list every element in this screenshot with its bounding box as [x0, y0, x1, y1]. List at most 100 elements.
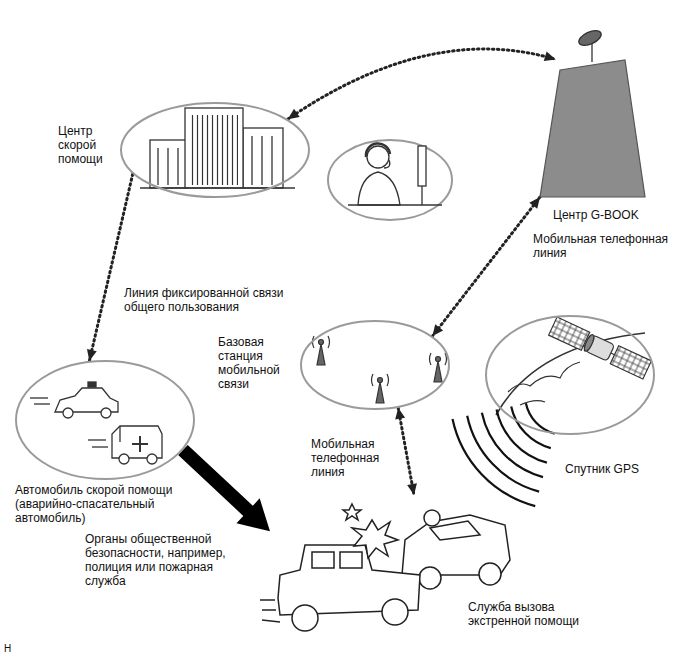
hospital-building — [140, 108, 295, 188]
arrow-body — [178, 445, 270, 531]
hospital-building-part — [261, 136, 262, 185]
emergency-call: Служба вызова экстренной помощи — [270, 495, 510, 640]
crashed-cars-part — [343, 504, 361, 520]
hospital-building-part — [190, 115, 238, 185]
emergency-vehicles-part — [30, 397, 48, 398]
crashed-cars-part — [260, 599, 275, 601]
ellipse-outline — [301, 321, 449, 409]
ellipse-outline — [16, 361, 194, 479]
tower-outline — [540, 60, 645, 197]
crashed-cars-part — [262, 609, 276, 611]
hospital-building-part — [150, 140, 186, 188]
ellipse-outline — [120, 102, 310, 198]
operator-part — [358, 172, 400, 205]
crashed-cars-part — [312, 552, 334, 568]
gps-satellite-part — [583, 334, 596, 353]
link-label: Мобильная телефонная линия — [532, 232, 684, 260]
emergency-vehicles-part — [88, 439, 106, 440]
base-station-antennas-part — [313, 336, 330, 348]
dotted-link — [432, 197, 540, 336]
dotted-link — [395, 408, 417, 495]
signal-wave — [526, 403, 555, 433]
base-station: Базовая станция мобильной связи — [300, 320, 450, 410]
arrow-head — [432, 324, 443, 336]
base-station-antennas-part — [436, 357, 441, 362]
hospital-building-part — [271, 136, 272, 185]
emergency-vehicles-part — [101, 408, 111, 418]
crashed-cars-part — [424, 510, 440, 526]
base-station-antennas-part — [317, 344, 325, 365]
dotted-link — [288, 49, 556, 119]
operator-part — [418, 146, 426, 186]
base-station-antennas-part — [430, 353, 447, 365]
operator-part — [366, 143, 390, 157]
hospital-building-part — [177, 148, 178, 185]
emergency-vehicles-part — [112, 426, 162, 458]
ellipse-outline — [15, 360, 195, 480]
dotted-line — [432, 197, 540, 336]
crashed-cars-part — [340, 552, 362, 568]
node-label: Центр скорой помощи — [58, 124, 128, 166]
emergency-vehicles-part — [88, 382, 96, 387]
operator-part — [328, 140, 452, 220]
node-label: Центр G-BOOK — [553, 208, 663, 222]
arrow-head — [288, 109, 300, 119]
antenna-dish-part — [591, 44, 592, 62]
ellipse-outline — [300, 320, 450, 410]
base-station-antennas-part — [319, 340, 324, 345]
gps-satellite: Спутник GPS — [485, 315, 655, 435]
dotted-line — [89, 174, 132, 361]
dotted-link — [87, 174, 133, 361]
dotted-line — [398, 408, 414, 495]
hospital-building-part — [157, 148, 158, 185]
base-station-antennas-part — [434, 361, 442, 382]
node-label: Автомобиль скорой помощи (аварийно-спаса… — [15, 483, 205, 525]
base-station-antennas — [313, 336, 447, 403]
emergency-vehicles-part — [119, 454, 129, 464]
node-label: Базовая станция мобильной связи — [218, 335, 296, 391]
operator-part — [367, 146, 389, 168]
emergency-vehicles — [30, 382, 162, 464]
gps-satellite-part — [508, 362, 580, 405]
emergency-vehicles-part — [119, 426, 120, 442]
arrow-head — [87, 349, 97, 361]
figure-code: H — [4, 642, 11, 656]
antenna-dish — [577, 27, 604, 62]
arrow-head — [395, 408, 405, 420]
ellipse-outline — [486, 316, 654, 434]
hospital-building-part — [167, 148, 168, 185]
link-label: Линия фиксированной связи общего пользов… — [123, 286, 310, 314]
crashed-cars-part — [352, 520, 398, 558]
crashed-cars-part — [262, 620, 280, 622]
arrow-head — [407, 483, 417, 495]
operator-part — [348, 204, 442, 206]
emergency-vehicles-part — [92, 446, 108, 447]
hospital-building-part — [251, 136, 252, 185]
signal-wave — [482, 413, 543, 477]
emergency-vehicles-part — [34, 403, 50, 404]
gps-satellite-part — [549, 317, 590, 350]
node-label: Органы общественной безопасности, наприм… — [85, 532, 237, 588]
tower-outline — [540, 25, 645, 197]
dotted-line — [288, 49, 556, 119]
gps-satellite-part — [549, 317, 652, 379]
crashed-cars-part — [382, 599, 408, 625]
node-label: Спутник GPS — [565, 462, 665, 476]
node-label: Служба вызова экстренной помощи — [468, 600, 603, 628]
dispatch-arrow — [178, 445, 270, 531]
base-station-antennas-part — [378, 378, 383, 383]
ellipse-outline — [121, 103, 309, 197]
emergency-vehicles: Автомобиль скорой помощи (аварийно-спаса… — [15, 360, 195, 480]
hospital-building-part — [243, 128, 283, 188]
emergency-vehicles-part — [132, 436, 148, 452]
gps-satellite-part — [610, 346, 651, 379]
operator-part — [421, 186, 422, 205]
operator-part — [384, 160, 390, 168]
crashed-cars-part — [292, 605, 318, 631]
signal-wave — [453, 419, 536, 506]
base-station-antennas-part — [376, 382, 384, 403]
hospital-building-part — [185, 108, 243, 188]
link-label: Мобильная телефонная линия — [310, 437, 392, 479]
crashed-cars-part — [479, 563, 501, 585]
